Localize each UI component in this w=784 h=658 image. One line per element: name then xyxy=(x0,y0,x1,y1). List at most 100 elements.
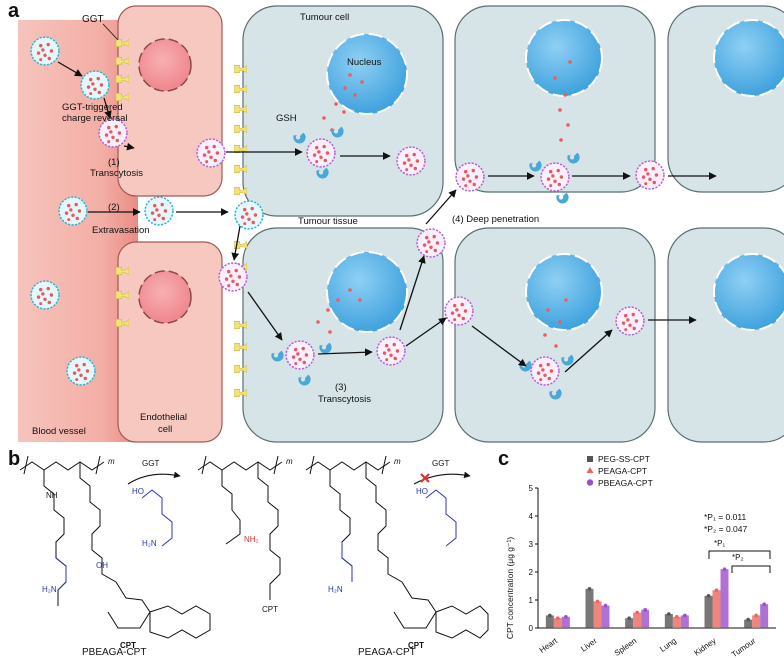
tumour-cells xyxy=(242,5,784,443)
data-point xyxy=(564,615,568,619)
data-point xyxy=(587,587,592,591)
p2-bracket-label: *P₂ xyxy=(732,553,744,562)
label-step-3: Transcytosis xyxy=(318,394,371,405)
panel-a-schematic: GGT Tumour cell Nucleus GSH GGT-triggere… xyxy=(18,5,784,443)
data-point xyxy=(595,599,600,604)
panel-b-structures: GGT GGT m m m HO HO NH NH₂ H₂N H₂N H₂N O… xyxy=(19,455,489,658)
endothelial-nucleus-bottom xyxy=(138,270,192,324)
y-tick-label: 5 xyxy=(529,484,534,493)
chart-legend: PEG-SS-CPT PEAGA-CPT PBEAGA-CPT xyxy=(586,454,653,488)
legend-marker-triangle xyxy=(586,467,594,473)
data-point xyxy=(548,613,552,618)
compound-name-pbeaga-cpt: PBEAGA-CPT xyxy=(82,647,146,658)
panel-letter-b: b xyxy=(8,448,21,470)
y-tick-label: 4 xyxy=(529,512,534,521)
label-step-4: (4) Deep penetration xyxy=(452,214,539,225)
p2-annotation: *P₂ = 0.047 xyxy=(704,524,748,534)
y-tick-label: 0 xyxy=(529,624,534,633)
data-point xyxy=(746,617,750,622)
bar-kidney-pbeaga-cpt xyxy=(720,569,729,628)
bar-liver-peg-ss-cpt xyxy=(585,588,594,628)
label-ggt-triggered: GGT-triggered xyxy=(62,102,123,113)
label-blood-vessel: Blood vessel xyxy=(32,426,86,437)
endothelial-nucleus-top xyxy=(138,38,192,92)
cpt-label-mid: CPT xyxy=(262,605,278,614)
data-point xyxy=(627,616,631,620)
panel-letter-a: a xyxy=(8,0,20,22)
label-endothelial-cell: cell xyxy=(158,424,172,435)
ggt-label-left: GGT xyxy=(142,459,159,468)
bar-spleen-peaga-cpt xyxy=(633,612,642,628)
panel-letter-c: c xyxy=(498,448,510,470)
p1-bracket-label: *P₁ xyxy=(714,539,725,548)
m-subscript-1: m xyxy=(108,457,115,466)
data-point xyxy=(762,602,766,606)
bar-liver-pbeaga-cpt xyxy=(601,605,610,628)
data-point xyxy=(603,603,608,608)
m-subscript-3: m xyxy=(394,457,401,466)
significance-brackets xyxy=(708,550,771,573)
label-charge-reversal: charge reversal xyxy=(62,113,127,124)
bar-spleen-peg-ss-cpt xyxy=(625,618,634,628)
bar-tumour-peg-ss-cpt xyxy=(744,619,753,628)
bar-lung-pbeaga-cpt xyxy=(680,615,689,628)
label-tumour-tissue: Tumour tissue xyxy=(298,216,358,227)
compound-name-peaga-cpt: PEAGA-CPT xyxy=(358,647,416,658)
chart-bars xyxy=(545,567,769,628)
nh2-label-red: NH₂ xyxy=(244,535,259,544)
legend-marker-circle xyxy=(586,479,594,486)
bar-spleen-pbeaga-cpt xyxy=(641,609,650,628)
oh-label: OH xyxy=(96,561,108,570)
data-point xyxy=(643,608,647,612)
data-point xyxy=(714,588,719,592)
bar-kidney-peaga-cpt xyxy=(712,590,721,628)
label-ggt: GGT xyxy=(82,14,104,25)
cpt-label-right: CPT xyxy=(408,641,424,650)
y-tick-label: 1 xyxy=(529,596,534,605)
label-step-3-num: (3) xyxy=(335,382,347,393)
chart-axes xyxy=(537,488,776,629)
bar-heart-peaga-cpt xyxy=(553,618,562,628)
bar-liver-peaga-cpt xyxy=(593,601,602,628)
blocked-reaction-cross-icon xyxy=(420,473,430,483)
legend-label: PEAGA-CPT xyxy=(598,466,647,476)
drug-release-dots xyxy=(316,60,572,348)
bar-tumour-pbeaga-cpt xyxy=(760,604,769,628)
data-point xyxy=(706,594,711,598)
label-endothelial: Endothelial xyxy=(140,412,187,423)
label-step-1: Transcytosis xyxy=(90,168,143,179)
bar-lung-peaga-cpt xyxy=(672,616,681,628)
y-tick-label: 3 xyxy=(529,540,534,549)
x-tick-label: Liver xyxy=(579,636,599,654)
bar-heart-peg-ss-cpt xyxy=(545,615,554,628)
legend-label: PEG-SS-CPT xyxy=(598,454,650,464)
x-tick-label: Lung xyxy=(658,636,678,654)
chart-y-axis-label: CPT concentration (μg g⁻¹) xyxy=(505,537,515,639)
legend-marker-square xyxy=(587,456,593,462)
process-arrows xyxy=(57,61,717,373)
label-step-2: Extravasation xyxy=(92,225,150,236)
bar-tumour-peaga-cpt xyxy=(752,615,761,628)
bar-kidney-peg-ss-cpt xyxy=(704,595,713,628)
x-tick-label: Spleen xyxy=(613,636,639,658)
x-tick-label: Tumour xyxy=(730,636,758,658)
ggt-label-right: GGT xyxy=(432,459,449,468)
data-point xyxy=(675,615,679,619)
label-gsh: GSH xyxy=(276,113,297,124)
ho-label-2: HO xyxy=(416,487,428,496)
p1-annotation: *P₁ = 0.011 xyxy=(704,512,746,522)
label-tumour-cell: Tumour cell xyxy=(300,12,349,23)
cpt-label-left: CPT xyxy=(120,641,136,650)
nh-label: NH xyxy=(46,491,58,500)
x-tick-label: Kidney xyxy=(692,636,717,657)
m-subscript-2: m xyxy=(286,457,293,466)
bar-lung-peg-ss-cpt xyxy=(664,614,673,628)
ho-label-1: HO xyxy=(132,487,144,496)
label-nucleus: Nucleus xyxy=(347,57,382,68)
nucleus-icons xyxy=(326,19,784,333)
y-tick-label: 2 xyxy=(529,568,534,577)
legend-label: PBEAGA-CPT xyxy=(598,478,653,488)
bar-heart-pbeaga-cpt xyxy=(561,616,570,628)
data-point xyxy=(722,567,727,571)
